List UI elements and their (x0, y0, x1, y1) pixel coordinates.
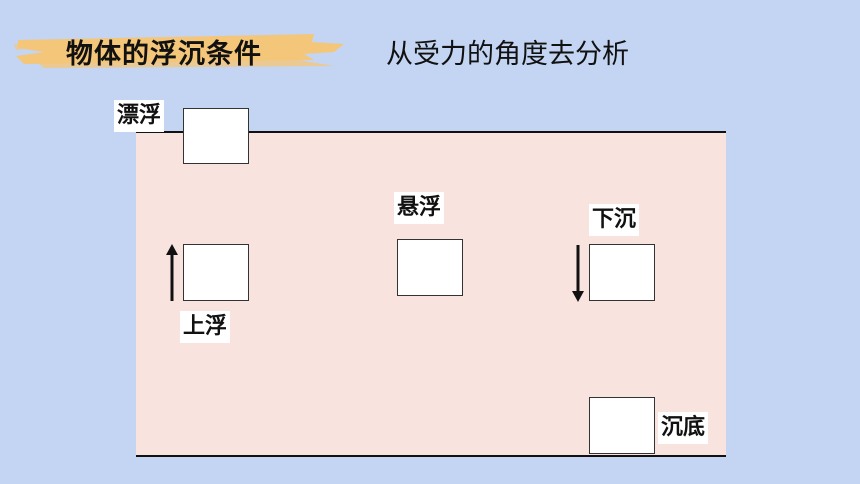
block-suspended (397, 239, 463, 296)
block-rising (183, 244, 249, 301)
title-banner: 物体的浮沉条件 (14, 26, 349, 74)
label-bottom: 沉底 (658, 412, 709, 444)
block-floating (183, 108, 249, 164)
arrow-down-icon (572, 245, 584, 302)
page-title: 物体的浮沉条件 (66, 39, 262, 70)
block-sinking (589, 244, 655, 301)
label-rising: 上浮 (180, 311, 231, 343)
label-suspended: 悬浮 (394, 192, 445, 224)
highlight-brush (14, 34, 344, 68)
page-subtitle: 从受力的角度去分析 (386, 39, 629, 70)
block-bottom (589, 397, 655, 454)
arrow-up-icon (166, 244, 178, 301)
label-floating: 漂浮 (114, 100, 165, 132)
label-sinking: 下沉 (589, 204, 640, 236)
